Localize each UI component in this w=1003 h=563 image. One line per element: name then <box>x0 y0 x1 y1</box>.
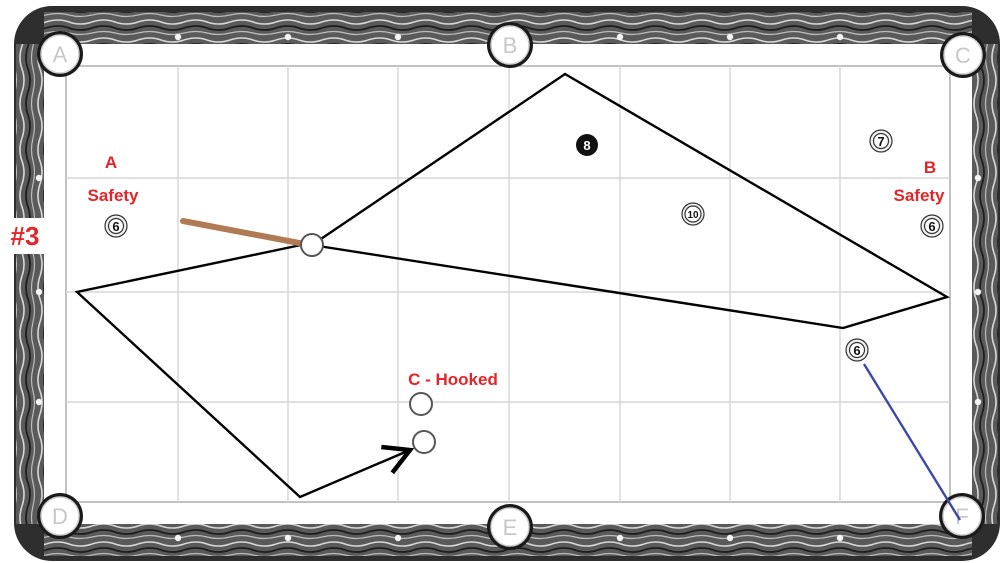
cue-stick <box>180 218 302 246</box>
table-grid <box>66 66 950 502</box>
pocket-label: D <box>52 504 68 529</box>
ball-ten: 10 <box>681 202 705 226</box>
pocket-e: E <box>487 504 533 550</box>
ball-six-c-number: 6 <box>853 343 860 358</box>
right-rail-wood <box>972 44 998 524</box>
ball-seven-number: 7 <box>877 134 884 149</box>
diagram-number-label: #3 <box>11 221 40 251</box>
cue-ball-position-c2 <box>412 430 436 454</box>
pocket-label: E <box>503 515 518 540</box>
diamond-marker <box>284 534 292 542</box>
diamond-marker <box>35 398 43 406</box>
diamond-marker <box>726 534 734 542</box>
object-ball-path <box>862 363 962 521</box>
diamond-marker <box>974 174 982 182</box>
annotation-a-safety: Safety <box>87 186 139 205</box>
pocket-label: F <box>955 504 968 529</box>
diamond-marker <box>394 534 402 542</box>
annotation-b-safety: Safety <box>893 186 945 205</box>
left-rail-wood <box>16 44 44 524</box>
annotation-c-hooked: C - Hooked <box>408 370 498 389</box>
pocket-f: F <box>939 493 985 539</box>
ball-eight: 8 <box>576 134 598 156</box>
diamond-marker <box>394 33 402 41</box>
ball-six-a-number: 6 <box>112 219 119 234</box>
ball-seven: 7 <box>869 129 893 153</box>
pocket-a: A <box>37 31 83 77</box>
path-to-safety-b <box>311 72 950 330</box>
pocket-label: B <box>503 33 518 58</box>
ball-six-c: 6 <box>845 338 869 362</box>
diamond-marker <box>35 174 43 182</box>
ball-six-b-number: 6 <box>928 219 935 234</box>
diamond-marker <box>726 33 734 41</box>
pocket-b: B <box>487 22 533 68</box>
diamond-marker <box>836 33 844 41</box>
cue-ball-position-c1 <box>409 392 433 416</box>
diamond-marker <box>35 288 43 296</box>
diamond-marker <box>174 33 182 41</box>
diamond-marker <box>284 33 292 41</box>
annotation-a-letter: A <box>105 153 117 172</box>
annotation-b-letter: B <box>924 158 936 177</box>
diamond-marker <box>974 398 982 406</box>
rail-diamonds <box>35 33 982 542</box>
path-to-hooked <box>74 243 415 499</box>
pocket-c: C <box>940 32 986 78</box>
cue-ball <box>300 233 324 257</box>
ball-eight-number: 8 <box>583 138 590 153</box>
ball-six-a: 6 <box>104 214 128 238</box>
ball-six-b: 6 <box>920 214 944 238</box>
playing-surface <box>65 65 951 503</box>
diamond-marker <box>174 534 182 542</box>
pocket-label: C <box>955 43 971 68</box>
pocket-label: A <box>53 42 68 67</box>
ball-ten-number: 10 <box>687 210 699 221</box>
diagram-label-bg <box>4 218 46 254</box>
diamond-marker <box>616 33 624 41</box>
pocket-d: D <box>37 493 83 539</box>
diamond-marker <box>974 288 982 296</box>
diamond-marker <box>836 534 844 542</box>
diamond-marker <box>616 534 624 542</box>
